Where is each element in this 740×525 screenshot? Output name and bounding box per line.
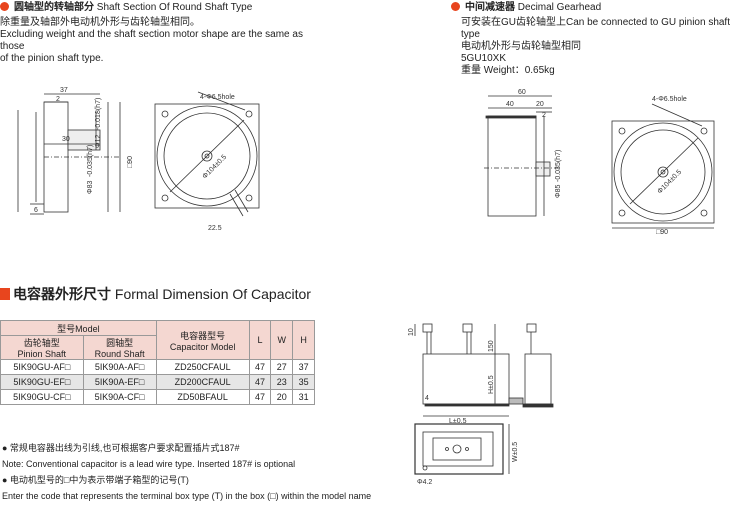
gh-dim-hole: 4-Φ6.5hole xyxy=(652,96,687,103)
dim-hole: 4-Φ6.5hole xyxy=(200,94,235,101)
round-shaft-drawing: 37 2 30 6 4-Φ6.5hole 22.5 Φ12 -0.018(h7)… xyxy=(17,87,260,232)
gearhead-weight: 重量 Weight：0.65kg xyxy=(461,65,555,76)
note-en-1: Note: Conventional capacitor is a lead w… xyxy=(2,459,296,469)
gearhead-model: 5GU10XK xyxy=(461,53,507,64)
cell-pinion: 5IK90GU-EF□ xyxy=(0,374,84,390)
capacitor-drawing: 10 150 H±0.5 4 L±0.5 W±0.5 Φ4.2 xyxy=(408,323,554,486)
note-cn-2: ● 电动机型号的□中为表示带端子箱型的记号(T) xyxy=(2,475,189,485)
dim-30: 30 xyxy=(62,136,70,143)
cell-h: 37 xyxy=(292,359,315,375)
cap-dim-4: 4 xyxy=(425,395,429,402)
header-l: L xyxy=(248,320,272,360)
capacitor-notes: ● 常规电容器出线为引线,也可根据客户要求配置插片式187# Note: Con… xyxy=(2,440,402,504)
header-round-cn: 圆轴型 xyxy=(106,338,134,348)
round-shaft-title-en: Shaft Section Of Round Shaft Type xyxy=(96,2,253,13)
dim-shaft: Φ12 xyxy=(95,135,102,148)
dim-shaft-tol: -0.018(h7) xyxy=(95,98,102,130)
header-pinion-cn: 齿轮轴型 xyxy=(23,338,60,348)
cap-dim-hole: Φ4.2 xyxy=(417,479,432,486)
round-shaft-title-cn: 圆轴型的转轴部分 xyxy=(14,2,94,13)
gh-dim-pcd: Φ104±0.5 xyxy=(656,169,683,196)
gearhead-drawing: 60 40 20 2 4-Φ6.5hole □90 Φ85 -0.035(h7)… xyxy=(484,89,715,236)
cell-h: 31 xyxy=(292,389,315,405)
header-capacitor-cn: 电容器型号 xyxy=(180,330,226,341)
capacitor-title-cn: 电容器外形尺寸 xyxy=(13,286,111,302)
cell-round: 5IK90A-CF□ xyxy=(82,389,157,405)
bullet-icon xyxy=(0,2,9,11)
header-capacitor: 电容器型号 Capacitor Model xyxy=(155,320,250,360)
cell-capacitor: ZD250CFAUL xyxy=(155,359,250,375)
cell-w: 27 xyxy=(270,359,294,375)
gh-dim-2: 2 xyxy=(542,112,546,119)
gearhead-title-cn: 中间减速器 xyxy=(465,2,515,13)
gh-dim-pilot-tol: -0.035(h7) xyxy=(555,150,562,182)
header-round-en: Round Shaft xyxy=(94,349,145,359)
cell-capacitor: ZD200CFAUL xyxy=(155,374,250,390)
dim-37: 37 xyxy=(60,87,68,94)
header-model: 型号Model xyxy=(0,320,157,336)
gearhead-desc-2: 电动机外形与齿轮轴型相同 xyxy=(461,41,581,52)
cell-l: 47 xyxy=(248,374,272,390)
round-shaft-header: 圆轴型的转轴部分 Shaft Section Of Round Shaft Ty… xyxy=(0,2,252,14)
header-capacitor-en: Capacitor Model xyxy=(169,341,236,352)
cell-h: 35 xyxy=(292,374,315,390)
bullet-icon xyxy=(451,2,460,11)
note-cn-1: ● 常规电容器出线为引线,也可根据客户要求配置插片式187# xyxy=(2,443,240,453)
table-row: 5IK90GU-CF□ 5IK90A-CF□ ZD50BFAUL 47 20 3… xyxy=(0,389,315,405)
gh-dim-20: 20 xyxy=(536,101,544,108)
capacitor-table: 型号Model 电容器型号 Capacitor Model L W H 齿轮轴型… xyxy=(0,320,315,405)
cell-l: 47 xyxy=(248,389,272,405)
header-w: W xyxy=(270,320,294,360)
table-row: 5IK90GU-AF□ 5IK90A-AF□ ZD250CFAUL 47 27 … xyxy=(0,359,315,375)
cell-w: 23 xyxy=(270,374,294,390)
cap-dim-h: H±0.5 xyxy=(488,375,495,394)
round-shaft-desc-cn: 除重量及轴部外电动机外形与齿轮轴型相同。 xyxy=(0,17,200,28)
dim-square: □90 xyxy=(127,156,134,168)
section-marker-icon xyxy=(0,288,10,300)
cap-dim-10: 10 xyxy=(408,328,415,336)
gearhead-header: 中间减速器 Decimal Gearhead xyxy=(451,2,601,14)
dim-22-5: 22.5 xyxy=(208,225,222,232)
header-pinion-en: Pinion Shaft xyxy=(17,349,67,359)
header-h: H xyxy=(292,320,315,360)
dim-pilot: Φ83 xyxy=(87,181,94,194)
cell-round: 5IK90A-AF□ xyxy=(82,359,157,375)
round-shaft-desc-en-1: Excluding weight and the shaft section m… xyxy=(0,29,303,52)
cap-dim-w: W±0.5 xyxy=(512,442,519,462)
header-pinion: 齿轮轴型 Pinion Shaft xyxy=(0,335,84,360)
header-round: 圆轴型 Round Shaft xyxy=(82,335,157,360)
cap-dim-l: L±0.5 xyxy=(449,418,467,425)
dim-pilot-tol: -0.035(h7) xyxy=(87,145,94,177)
gearhead-description: 可安装在GU齿轮轴型上Can be connected to GU pinion… xyxy=(461,17,740,77)
cell-pinion: 5IK90GU-AF□ xyxy=(0,359,84,375)
round-shaft-desc-en-2: of the pinion shaft type. xyxy=(0,53,104,64)
dim-2: 2 xyxy=(56,96,60,103)
cell-w: 20 xyxy=(270,389,294,405)
capacitor-title-en: Formal Dimension Of Capacitor xyxy=(114,286,311,302)
gearhead-desc-1: 可安装在GU齿轮轴型上Can be connected to GU pinion… xyxy=(461,17,730,40)
cell-l: 47 xyxy=(248,359,272,375)
gh-dim-pilot: Φ85 xyxy=(555,185,562,198)
gearhead-title-en: Decimal Gearhead xyxy=(517,2,602,13)
note-en-2: Enter the code that represents the termi… xyxy=(2,491,372,501)
capacitor-header: 电容器外形尺寸 Formal Dimension Of Capacitor xyxy=(0,284,311,304)
cell-pinion: 5IK90GU-CF□ xyxy=(0,389,84,405)
cap-dim-150: 150 xyxy=(488,340,495,352)
gh-dim-60: 60 xyxy=(518,89,526,96)
gh-dim-square: □90 xyxy=(656,229,668,236)
table-row: 5IK90GU-EF□ 5IK90A-EF□ ZD200CFAUL 47 23 … xyxy=(0,374,315,390)
gh-dim-40: 40 xyxy=(506,101,514,108)
dim-6: 6 xyxy=(34,207,38,214)
cell-capacitor: ZD50BFAUL xyxy=(155,389,250,405)
cell-round: 5IK90A-EF□ xyxy=(82,374,157,390)
round-shaft-description: 除重量及轴部外电动机外形与齿轮轴型相同。 Excluding weight an… xyxy=(0,17,320,65)
